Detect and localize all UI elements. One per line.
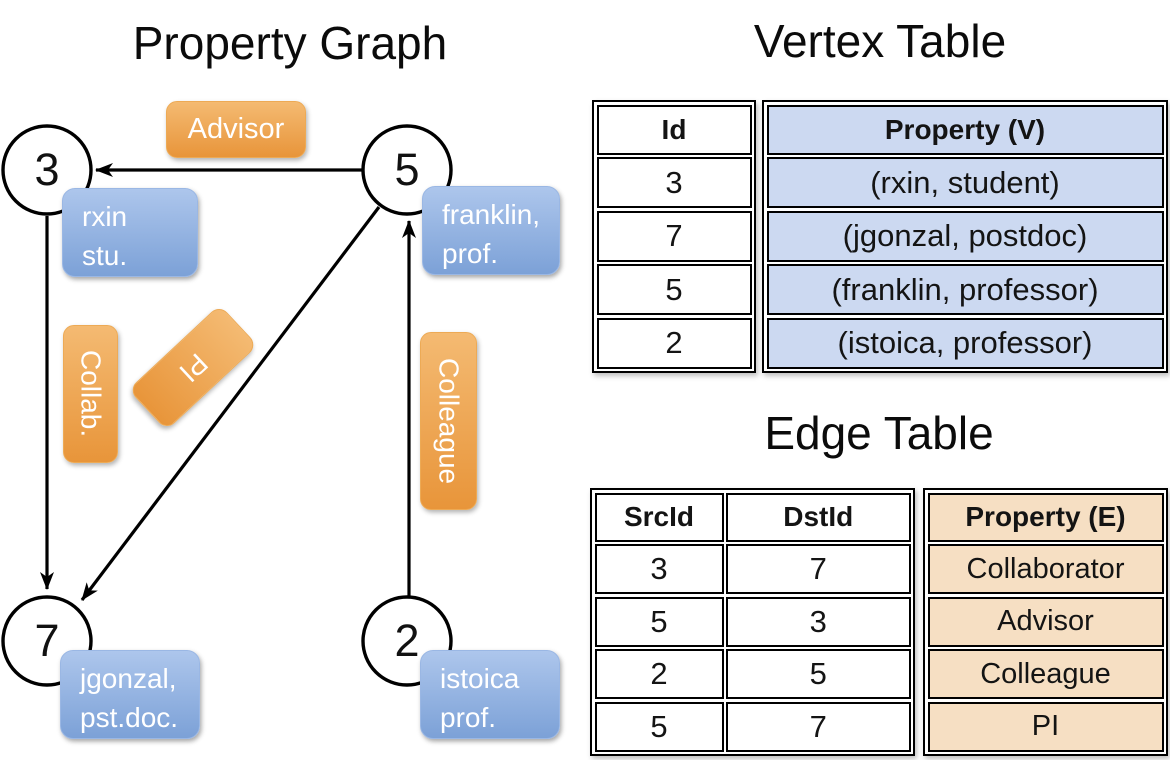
vertex-table-property-cell: (jgonzal, postdoc) [766,210,1164,262]
edge-table-property-column: Property (E) Collaborator Advisor Collea… [923,488,1168,756]
edge-label-colleague: Colleague [420,332,477,510]
edge-label-collab-text: Collab. [75,350,107,438]
edge-table-dst-header: DstId [726,492,911,542]
vertex-box-jgonzal-line1: jgonzal, [80,663,177,694]
edge-table-src-cell: 5 [594,701,724,752]
vertex-box-istoica-line2: prof. [440,702,497,733]
edge-label-advisor: Advisor [166,101,306,158]
edge-table-src-header: SrcId [594,492,724,542]
edge-table-src-dst-column: SrcId DstId 3 7 5 3 2 5 5 7 [590,488,915,756]
vertex-box-franklin: franklin, prof. [422,186,560,275]
vertex-table-id-cell: 5 [596,264,752,315]
vertex-table-title: Vertex Table [753,15,1007,67]
vertex-box-istoica-line1: istoica [440,663,520,694]
vertex-box-rxin-line1: rxin [82,201,128,232]
edge-table-src-cell: 3 [594,544,724,594]
vertex-box-istoica: istoica prof. [420,650,560,739]
vertex-table-property-header: Property (V) [766,104,1164,155]
vertex-table-property-column: Property (V) (rxin, student) (jgonzal, p… [762,100,1168,373]
edge-label-pi-text: PI [173,347,214,389]
vertex-table-id-column: Id 3 7 5 2 [592,100,756,373]
vertex-table-id-cell: 3 [596,157,752,208]
vertex-table: Id 3 7 5 2 Property (V) (rxin, student) … [592,100,1168,373]
vertex-box-jgonzal: jgonzal, pst.doc. [60,650,200,739]
edge-table-property-cell: Advisor [927,596,1164,647]
edge-table: SrcId DstId 3 7 5 3 2 5 5 7 Property (E)… [590,488,1168,756]
edge-table-dst-cell: 7 [726,701,911,752]
vertex-box-rxin: rxin stu. [62,188,198,277]
vertex-table-property-cell: (franklin, professor) [766,264,1164,315]
edge-table-title: Edge Table [764,407,994,459]
vertex-box-jgonzal-line2: pst.doc. [80,702,179,733]
edge-table-property-cell: Colleague [927,649,1164,699]
vertex-table-property-cell: (istoica, professor) [766,317,1164,369]
edge-table-property-cell: Collaborator [927,544,1164,594]
vertex-table-property-cell: (rxin, student) [766,157,1164,208]
vertex-box-franklin-line1: franklin, [442,199,541,230]
edge-label-advisor-text: Advisor [187,113,285,145]
edge-arrow-pi-5-to-7 [80,206,381,601]
vertex-table-id-cell: 2 [596,317,752,369]
vertex-box-rxin-line2: stu. [82,240,128,271]
vertex-table-id-header: Id [596,104,752,155]
edge-label-collab: Collab. [63,325,118,463]
edge-table-property-cell: PI [927,701,1164,752]
property-graph-title: Property Graph [132,17,448,69]
edge-table-dst-cell: 3 [726,596,911,647]
edge-label-colleague-text: Colleague [433,357,465,485]
edge-table-property-header: Property (E) [927,492,1164,542]
vertex-table-id-cell: 7 [596,210,752,262]
edge-table-src-cell: 5 [594,596,724,647]
edge-table-dst-cell: 5 [726,649,911,699]
edge-table-dst-cell: 7 [726,544,911,594]
edge-table-src-cell: 2 [594,649,724,699]
vertex-box-franklin-line2: prof. [442,238,499,269]
